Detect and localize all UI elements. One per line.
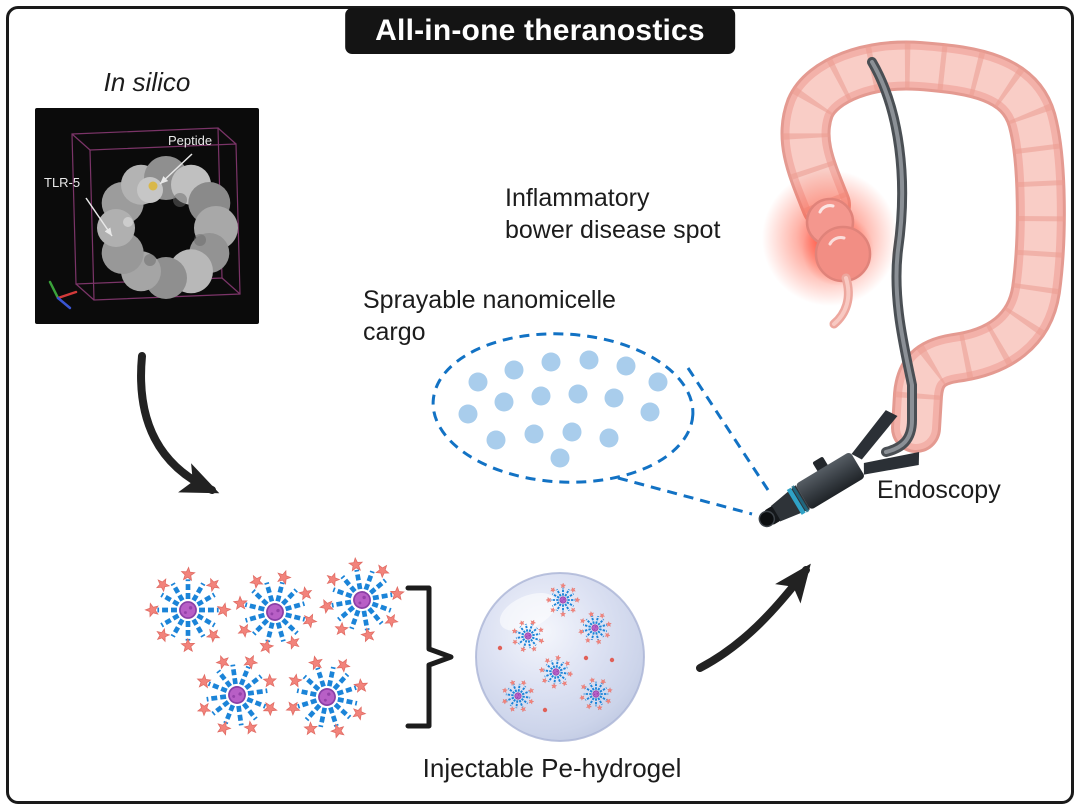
endoscope-tube [867, 57, 917, 457]
micelle-illustration [180, 639, 294, 752]
hydrogel-sphere-illustration [475, 572, 645, 742]
in-silico-label: In silico [103, 67, 191, 97]
appendix [829, 273, 853, 329]
endoscope-device [758, 410, 920, 528]
endoscopy-label: Endoscopy [877, 476, 1001, 504]
callout-line-lower [617, 476, 753, 516]
bounding-box [71, 127, 241, 301]
flow-arrow-hydrogel-to-endoscopy [696, 563, 811, 672]
micelle-cluster [144, 550, 412, 752]
figure-title: All-in-one theranostics [375, 14, 705, 47]
grouping-bracket [405, 585, 454, 729]
protein-structure-image [35, 108, 259, 324]
colon-illustration [762, 40, 1066, 457]
nanomicelle-label: Sprayable nanomicelle cargo [363, 286, 616, 346]
micelle-illustration [311, 550, 412, 651]
nanomicelle-dots [458, 350, 668, 468]
hydrogel-specks [497, 645, 615, 713]
panel-pointer-lines [85, 153, 193, 237]
protein-blob [97, 156, 238, 299]
ibd-spot-label: Inflammatory bower disease spot [505, 184, 721, 244]
flow-arrow-insilico-to-micelle [137, 352, 220, 494]
callout-line-upper [686, 367, 770, 491]
micelle-illustration [272, 643, 382, 753]
peptide-marker [148, 181, 158, 191]
hydrogel-label: Injectable Pe-hydrogel [422, 753, 682, 783]
micelle-illustration [222, 560, 328, 665]
micelle-illustration [144, 567, 232, 654]
figure-title-banner: All-in-one theranostics [345, 8, 735, 54]
peptide-label: Peptide [168, 133, 213, 148]
axis-gizmo [48, 280, 78, 310]
tlr5-label: TLR-5 [44, 175, 81, 190]
nanomicelle-callout [431, 332, 770, 516]
